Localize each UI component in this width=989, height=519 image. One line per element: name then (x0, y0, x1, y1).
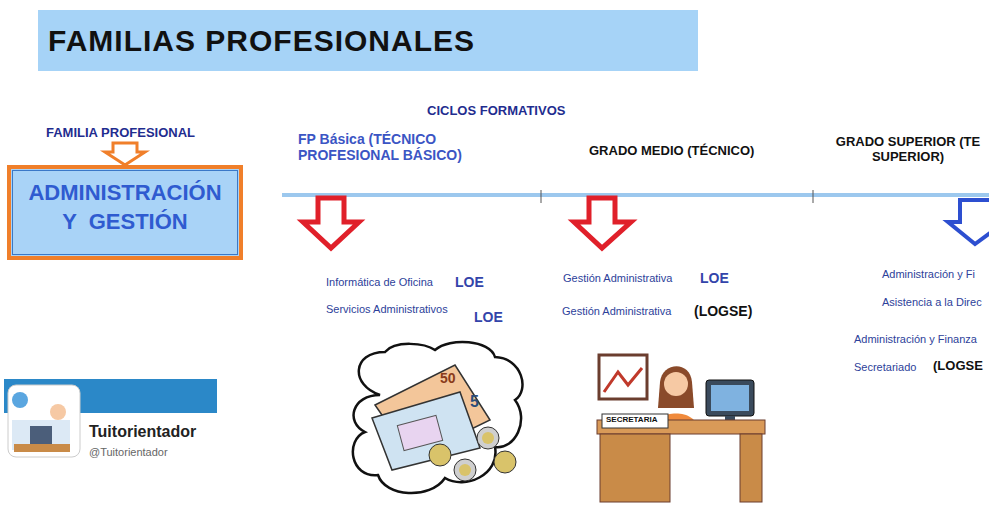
level-heading: FP Básica (TÉCNICO PROFESIONAL BÁSICO) (298, 131, 498, 163)
tick (813, 190, 814, 203)
course-name: Informática de Oficina (326, 276, 433, 289)
orange-arrow (105, 143, 145, 165)
course-name: Administración y Fi (882, 268, 975, 281)
tick (541, 190, 542, 203)
blue-arrow (948, 200, 989, 244)
banknotes (372, 365, 490, 470)
law-tag: (LOGSE) (694, 303, 752, 319)
desk-sign: SECRETARIA (606, 415, 657, 424)
red-arrow (303, 198, 359, 248)
family-name: ADMINISTRACIÓN Y GESTIÓN (19, 179, 231, 236)
secretary-scene (597, 355, 765, 502)
timeline-bar (282, 193, 989, 197)
account-name: Tuitorientador (89, 423, 196, 441)
course-name: Asistencia a la Direc (882, 296, 982, 309)
banknote-value: 50 (440, 370, 456, 386)
section-heading: FAMILIA PROFESIONAL (46, 126, 195, 141)
account-handle: @Tuitorientador (89, 446, 168, 459)
law-tag: LOE (474, 309, 503, 325)
banknote-value: 5 (470, 393, 479, 411)
red-arrow (574, 198, 631, 248)
law-tag: (LOGSE (933, 359, 983, 374)
money-cloud (353, 342, 523, 493)
course-name: Administración y Finanza (854, 333, 977, 346)
level-heading: GRADO SUPERIOR (TE SUPERIOR) (833, 135, 983, 165)
course-name: Secretariado (854, 361, 916, 374)
course-name: Gestión Administrativa (562, 305, 671, 318)
title-band (38, 10, 698, 71)
course-name: Gestión Administrativa (563, 272, 672, 285)
family-box: ADMINISTRACIÓN Y GESTIÓN (7, 165, 243, 260)
title-text: FAMILIAS PROFESIONALES (48, 24, 475, 59)
twitter-badge (4, 379, 217, 457)
course-name: Servicios Administrativos (326, 303, 448, 316)
coins (429, 427, 516, 481)
section-heading: CICLOS FORMATIVOS (427, 104, 565, 119)
law-tag: LOE (700, 270, 729, 286)
law-tag: LOE (455, 274, 484, 290)
level-heading: GRADO MEDIO (TÉCNICO) (589, 144, 754, 159)
